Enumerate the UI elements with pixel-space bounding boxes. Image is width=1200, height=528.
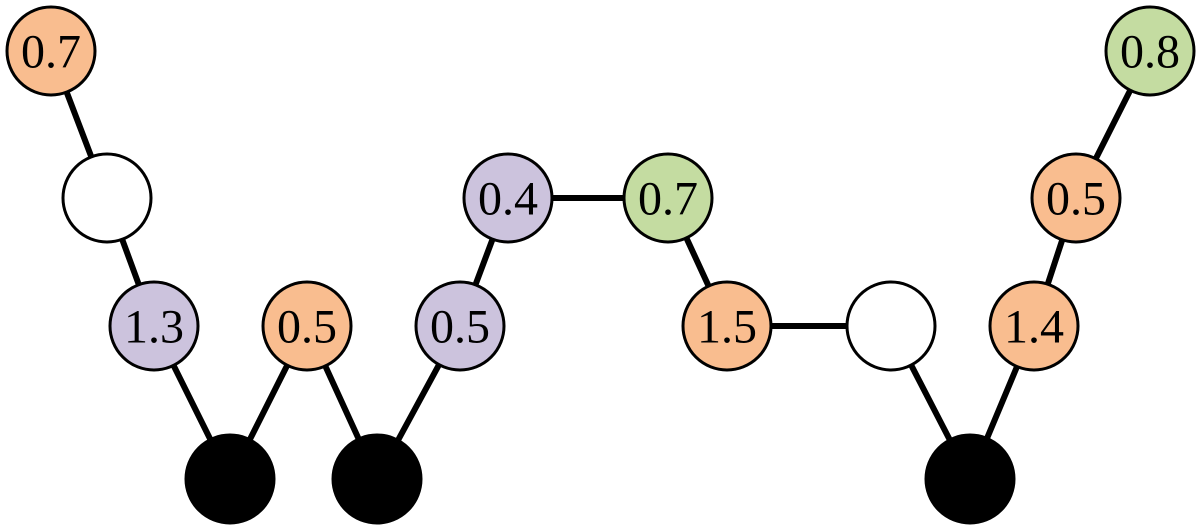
node-circle-green [622, 152, 714, 244]
node-label: 1.3 [124, 301, 184, 354]
node-circle-white [845, 280, 937, 372]
node-circle-purple [414, 280, 506, 372]
node-n9: 0.7 [622, 152, 714, 244]
edges-layer [48, 48, 1153, 482]
node-n3: 1.3 [108, 280, 200, 372]
node-n1: 0.7 [5, 5, 97, 97]
node-n10: 1.5 [681, 280, 773, 372]
node-n15: 0.8 [1104, 5, 1196, 97]
node-label: 1.4 [1004, 301, 1064, 354]
node-n4 [184, 433, 276, 525]
node-label: 0.7 [638, 173, 698, 226]
node-label: 0.4 [478, 173, 538, 226]
node-circle-orange [988, 280, 1080, 372]
node-circle-orange [5, 5, 97, 97]
node-label: 0.8 [1120, 26, 1180, 79]
node-label: 0.5 [1046, 173, 1106, 226]
node-n12 [924, 433, 1016, 525]
node-n2 [61, 152, 153, 244]
nodes-layer: 0.7 1.3 0.5 0.5 0.4 0.7 1.5 1.4 0.5 0.8 [5, 5, 1196, 525]
node-label: 0.5 [430, 301, 490, 354]
node-circle-orange [1030, 152, 1122, 244]
node-circle-orange [681, 280, 773, 372]
node-label: 1.5 [697, 301, 757, 354]
node-circle-green [1104, 5, 1196, 97]
node-circle-black [331, 433, 423, 525]
node-n8: 0.4 [462, 152, 554, 244]
node-n14: 0.5 [1030, 152, 1122, 244]
node-circle-white [61, 152, 153, 244]
node-circle-black [184, 433, 276, 525]
node-n6 [331, 433, 423, 525]
node-label: 0.5 [277, 301, 337, 354]
node-circle-black [924, 433, 1016, 525]
node-n5: 0.5 [261, 280, 353, 372]
node-circle-orange [261, 280, 353, 372]
node-n11 [845, 280, 937, 372]
node-circle-purple [108, 280, 200, 372]
node-n7: 0.5 [414, 280, 506, 372]
node-n13: 1.4 [988, 280, 1080, 372]
node-circle-purple [462, 152, 554, 244]
node-label: 0.7 [21, 26, 81, 79]
